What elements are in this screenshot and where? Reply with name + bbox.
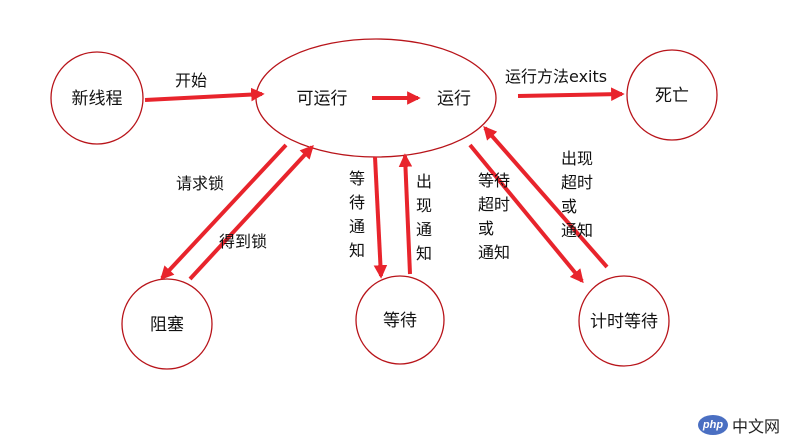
arrow-request-lock bbox=[160, 143, 288, 280]
arrow-timeout-return bbox=[483, 125, 609, 269]
node-dead: 死亡 bbox=[626, 49, 718, 141]
node-blocked: 阻塞 bbox=[121, 278, 213, 370]
svg-text:或: 或 bbox=[561, 197, 577, 216]
label-get-lock: 得到锁 bbox=[219, 232, 267, 251]
svg-text:出: 出 bbox=[416, 172, 432, 191]
node-timed-waiting: 计时等待 bbox=[578, 275, 670, 367]
svg-text:等: 等 bbox=[349, 169, 365, 188]
node-label-blocked: 阻塞 bbox=[150, 315, 184, 335]
arrow-new-to-runnable bbox=[144, 87, 265, 102]
watermark: php 中文网 bbox=[697, 413, 780, 437]
svg-text:通知: 通知 bbox=[478, 243, 510, 262]
svg-text:通: 通 bbox=[416, 220, 432, 239]
label-wait-notify: 等 待 通 知 bbox=[349, 169, 365, 260]
svg-text:待: 待 bbox=[349, 193, 365, 212]
label-run-exits: 运行方法exits bbox=[505, 67, 607, 86]
label-timeout-or-notify: 出现 超时 或 通知 bbox=[561, 149, 593, 240]
node-label-new-thread: 新线程 bbox=[72, 89, 123, 109]
svg-text:通: 通 bbox=[349, 217, 365, 236]
arrow-wait-notify bbox=[373, 156, 388, 279]
label-notify-out: 出 现 通 知 bbox=[416, 172, 432, 263]
svg-text:出现: 出现 bbox=[561, 149, 593, 168]
arrow-get-lock bbox=[188, 145, 314, 281]
svg-text:等待: 等待 bbox=[478, 171, 510, 190]
arrow-notify-out bbox=[398, 153, 413, 275]
node-new-thread: 新线程 bbox=[50, 51, 144, 145]
label-start: 开始 bbox=[175, 71, 207, 90]
label-wait-timeout-notify: 等待 超时 或 通知 bbox=[478, 171, 510, 262]
svg-text:或: 或 bbox=[478, 219, 494, 238]
svg-text:超时: 超时 bbox=[478, 195, 510, 214]
svg-text:通知: 通知 bbox=[561, 221, 593, 240]
arrow-running-to-dead bbox=[517, 87, 625, 102]
svg-text:知: 知 bbox=[416, 244, 432, 263]
svg-text:现: 现 bbox=[416, 196, 432, 215]
arrow-timed-wait bbox=[468, 143, 584, 284]
php-logo-icon: php bbox=[697, 415, 728, 435]
node-label-running: 运行 bbox=[437, 89, 471, 109]
watermark-text: 中文网 bbox=[731, 419, 780, 436]
node-label-dead: 死亡 bbox=[655, 86, 689, 106]
node-waiting: 等待 bbox=[355, 275, 445, 365]
label-request-lock: 请求锁 bbox=[176, 174, 224, 193]
svg-text:知: 知 bbox=[349, 241, 365, 260]
svg-text:超时: 超时 bbox=[561, 173, 593, 192]
node-label-timed-waiting: 计时等待 bbox=[590, 312, 658, 332]
node-label-runnable: 可运行 bbox=[297, 89, 348, 109]
node-label-waiting: 等待 bbox=[383, 311, 417, 331]
